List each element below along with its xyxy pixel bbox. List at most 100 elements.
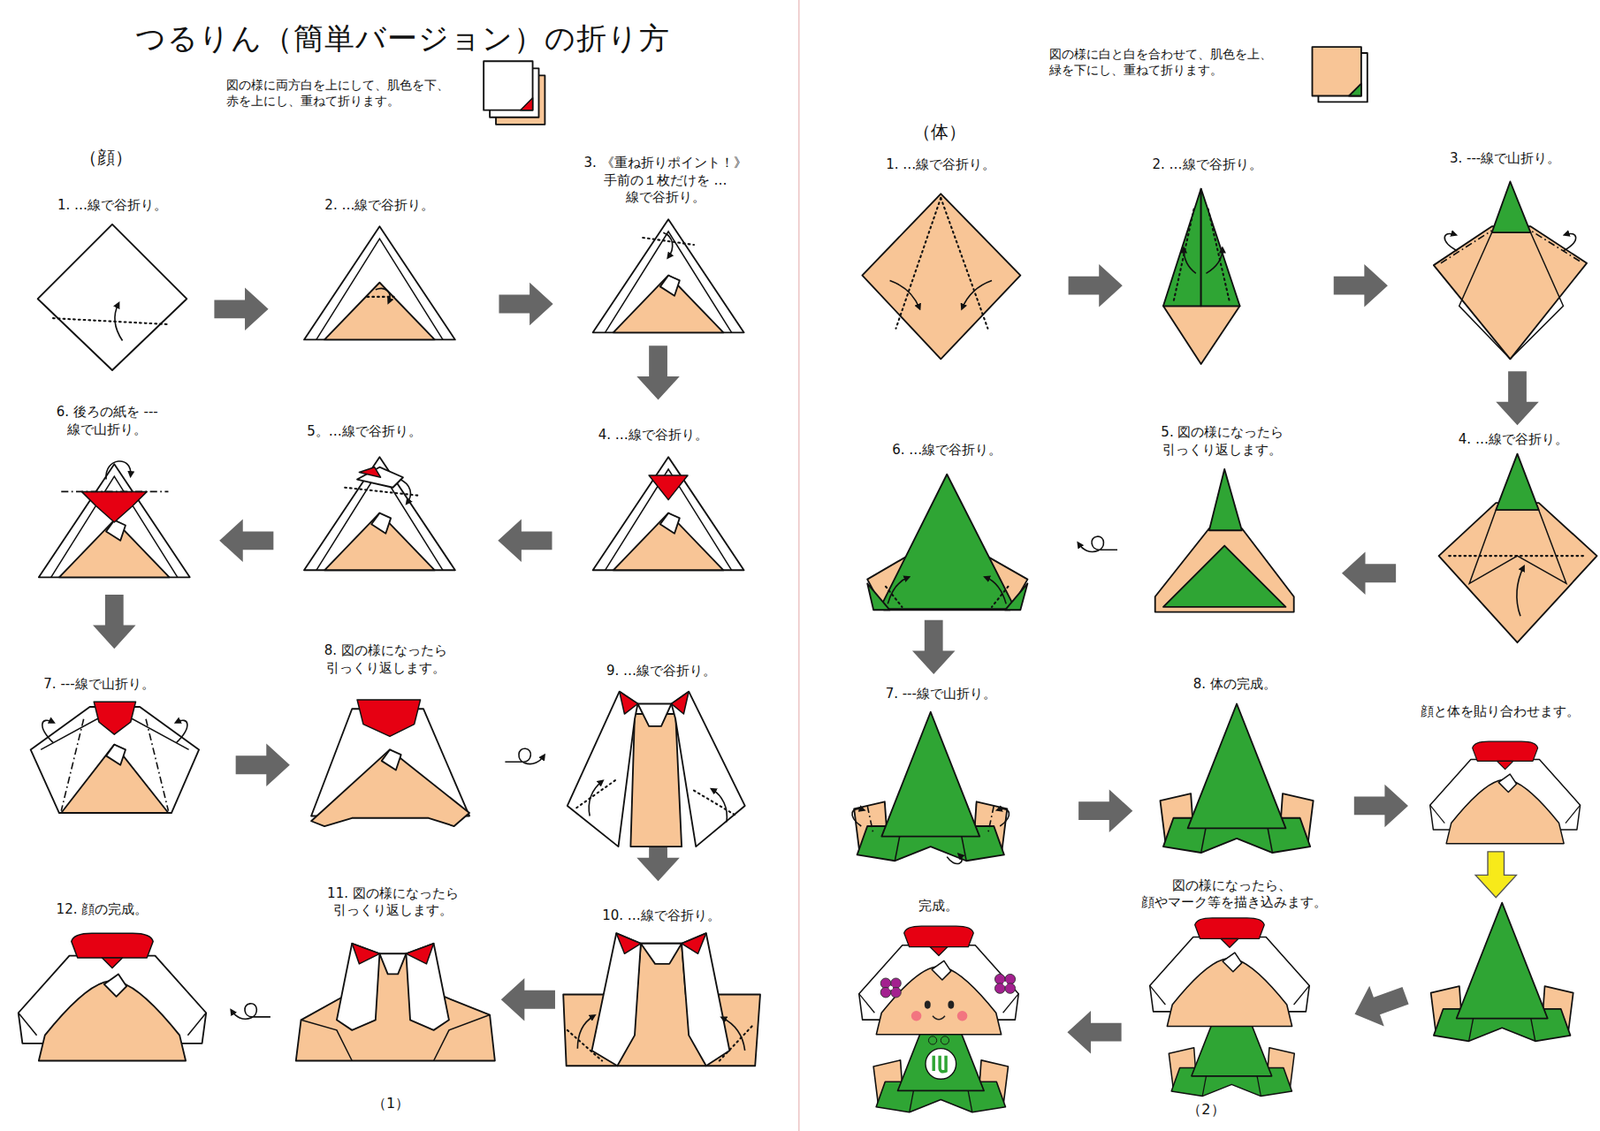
- paper-icon: [1311, 46, 1361, 96]
- fold-step-figure: [1562, 233, 1576, 252]
- step-arrow: [1078, 789, 1133, 832]
- fold-step-figure: [106, 461, 131, 480]
- fold-step-figure: [311, 700, 470, 827]
- finished-character: [925, 1049, 957, 1081]
- paper-icon: [483, 60, 533, 110]
- fold-step-figure: [887, 577, 908, 604]
- step-arrow: [501, 978, 556, 1021]
- finished-character: [932, 1016, 945, 1021]
- fold-step-figure: [861, 193, 1021, 359]
- fold-step-figure: [671, 692, 690, 715]
- finished-character: [859, 926, 1020, 1036]
- fold-step-figure: [60, 719, 84, 812]
- finished-character: [911, 1011, 922, 1022]
- step-caption: 8. 図の様になったら 引っくり返します。: [312, 642, 459, 678]
- fold-step-figure: [576, 780, 616, 808]
- fold-step-figure: [630, 714, 682, 847]
- finished-character: [940, 1036, 949, 1045]
- finished-character: [933, 1056, 946, 1073]
- fold-step-figure: [671, 692, 746, 847]
- step-arrow: [1347, 975, 1413, 1035]
- step-arrow: [497, 519, 552, 563]
- assembly-figure: [1430, 741, 1581, 844]
- fold-step-figure: [577, 1016, 594, 1050]
- fold-step-figure: [567, 692, 639, 847]
- fold-step-figure: [1531, 230, 1580, 262]
- fold-step-figure: [593, 219, 745, 333]
- section-heading: （顔）: [79, 145, 133, 169]
- fold-step-figure: [660, 275, 680, 297]
- fold-step-figure: [946, 854, 962, 864]
- fold-step-figure: [1459, 232, 1511, 359]
- fold-step-figure: [1155, 528, 1295, 613]
- fold-step-figure: [593, 219, 745, 333]
- fold-step-figure: [722, 1018, 745, 1052]
- fold-step-figure: [852, 712, 1009, 865]
- fold-step-figure: [145, 719, 168, 812]
- fold-step-figure: [304, 457, 456, 571]
- finished-character: [1003, 982, 1008, 987]
- fold-step-figure: [861, 193, 1021, 359]
- fold-step-figure: [301, 1020, 353, 1061]
- step-arrow: [92, 594, 136, 649]
- step-caption: 10. …線で谷折り。: [601, 907, 721, 926]
- step-caption: 完成。: [918, 898, 959, 916]
- finished-character: [924, 1000, 931, 1009]
- fold-step-figure: [379, 953, 406, 975]
- fold-step-figure: [1439, 454, 1598, 644]
- step-caption: 9. …線で谷折り。: [606, 662, 717, 681]
- fold-step-figure: [853, 712, 1007, 862]
- fold-step-figure: [18, 933, 206, 1061]
- fold-step-figure: [642, 237, 694, 245]
- fold-step-figure: [593, 457, 745, 571]
- assembly-figure: [1430, 741, 1581, 844]
- fold-step-figure: [1163, 546, 1287, 608]
- page-number: （2）: [1187, 1101, 1225, 1120]
- fold-step-figure: [60, 745, 168, 814]
- fold-step-figure: [879, 474, 1016, 610]
- step-caption: 12. 顔の完成。: [56, 901, 149, 920]
- step-caption: 3. 《重ね折りポイント！》 手前の１枚だけを …線で谷折り。: [575, 154, 755, 207]
- fold-step-figure: [357, 700, 421, 738]
- fold-step-figure: [304, 226, 456, 340]
- fold-step-figure: [1208, 209, 1230, 303]
- step-arrow: [1354, 784, 1409, 828]
- finished-character: [928, 1036, 937, 1045]
- finished-character: [880, 974, 1015, 999]
- step-arrow: [236, 744, 290, 787]
- fold-step-figure: [304, 226, 456, 340]
- step-caption: 1. …線で谷折り。: [57, 197, 168, 215]
- fold-step-figure: [940, 198, 988, 329]
- fold-step-figure: [1163, 189, 1241, 366]
- fold-step-figure: [1209, 469, 1242, 531]
- step-arrow: [1495, 371, 1539, 426]
- paper-icon: [1348, 83, 1362, 97]
- fold-step-figure: [852, 809, 864, 828]
- fold-step-figure: [985, 577, 1006, 604]
- step-caption: 7. ---線で山折り。: [885, 685, 997, 704]
- finished-character: [957, 1011, 968, 1022]
- fold-step-figure: [38, 461, 191, 578]
- fold-step-figure: [1163, 189, 1202, 307]
- paper-icon: [1311, 46, 1367, 102]
- fold-step-figure: [1159, 703, 1313, 854]
- page-number: （1）: [372, 1095, 410, 1114]
- fold-step-figure: [637, 703, 671, 726]
- fold-step-figure: [93, 701, 136, 735]
- step-caption: 2. …線で谷折り。: [1152, 156, 1263, 175]
- fold-step-figure: [358, 467, 381, 479]
- fold-step-figure: [1492, 181, 1532, 233]
- assembly-figure: [1431, 903, 1574, 1043]
- turn-over-symbol: [1078, 536, 1118, 552]
- turn-over-symbol: [231, 1004, 271, 1020]
- step-arrow: [92, 264, 1540, 1054]
- fold-step-figure: [1469, 510, 1567, 584]
- fold-step-figure: [176, 720, 188, 743]
- fold-step-figure: [311, 749, 470, 827]
- step-arrow: [636, 345, 679, 400]
- fold-step-figure: [357, 467, 404, 488]
- step-arrow: [1341, 551, 1396, 595]
- fold-step-figure: [662, 232, 672, 258]
- fold-step-figure: [648, 475, 688, 501]
